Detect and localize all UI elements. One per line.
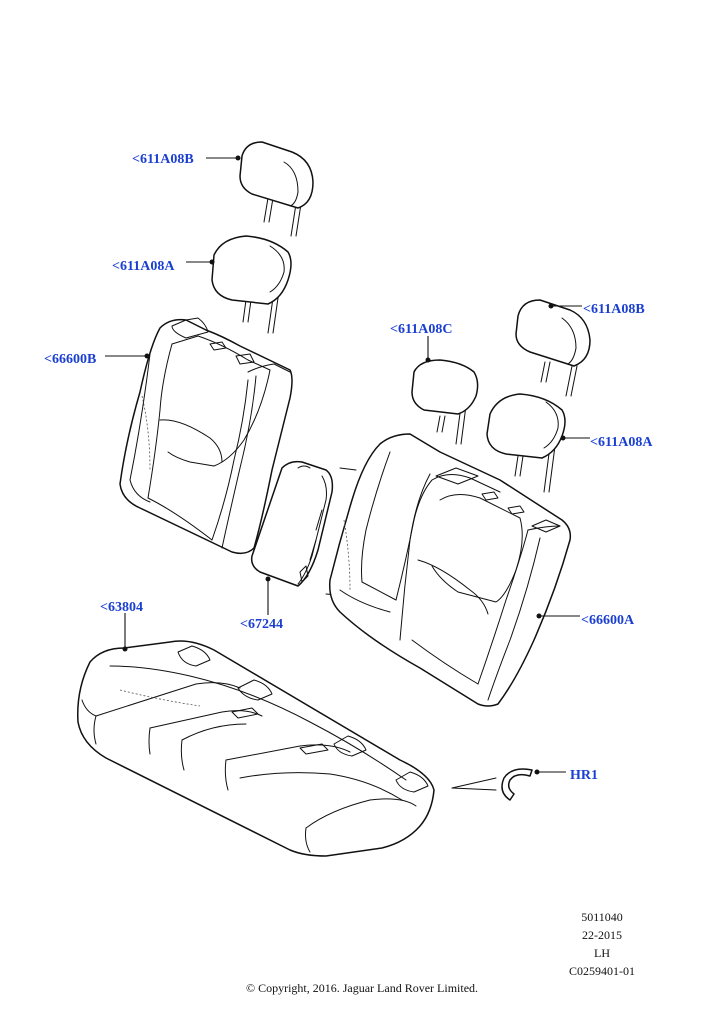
svg-text:<66600A: <66600A xyxy=(581,613,635,628)
svg-text:<67244: <67244 xyxy=(240,617,283,632)
svg-text:<63804: <63804 xyxy=(100,600,143,615)
headrest-top-right[interactable] xyxy=(515,299,591,397)
drawing-number: 5011040 xyxy=(581,910,623,924)
callout-headrest-top-right[interactable]: <611A08B xyxy=(548,302,645,317)
svg-text:<611A08C: <611A08C xyxy=(390,322,452,337)
headrest-right[interactable] xyxy=(486,393,566,493)
drawing-info-block: 5011040 22-2015 LH C0259401-01 xyxy=(569,908,635,980)
svg-text:HR1: HR1 xyxy=(570,768,598,783)
hog-ring[interactable] xyxy=(451,768,533,801)
callout-hog-ring[interactable]: HR1 xyxy=(534,768,599,783)
copyright-notice: © Copyright, 2016. Jaguar Land Rover Lim… xyxy=(245,981,479,995)
svg-text:<611A08A: <611A08A xyxy=(112,259,175,274)
callout-backrest-right[interactable]: <66600A xyxy=(536,613,635,628)
headrest-center[interactable] xyxy=(411,359,479,445)
callout-headrest-top-left[interactable]: <611A08B xyxy=(132,152,241,167)
svg-text:<611A08B: <611A08B xyxy=(583,302,645,317)
drawing-code: C0259401-01 xyxy=(569,964,635,978)
callout-backrest-left[interactable]: <66600B xyxy=(44,352,150,367)
backrest-right[interactable] xyxy=(328,433,572,707)
svg-text:<66600B: <66600B xyxy=(44,352,96,367)
seat-cushion[interactable] xyxy=(77,640,435,857)
callout-headrest-left[interactable]: <611A08A xyxy=(112,259,215,274)
drawing-side: LH xyxy=(594,946,610,960)
callout-headrest-center[interactable]: <611A08C xyxy=(390,322,452,363)
callout-armrest[interactable]: <67244 xyxy=(240,576,283,633)
headrest-top-left[interactable] xyxy=(239,141,314,237)
callout-seat-cushion[interactable]: <63804 xyxy=(100,600,143,652)
drawing-date: 22-2015 xyxy=(582,928,622,942)
headrest-left[interactable] xyxy=(211,235,292,334)
callout-headrest-right[interactable]: <611A08A xyxy=(560,435,654,450)
svg-text:<611A08A: <611A08A xyxy=(590,435,653,450)
svg-text:<611A08B: <611A08B xyxy=(132,152,194,167)
